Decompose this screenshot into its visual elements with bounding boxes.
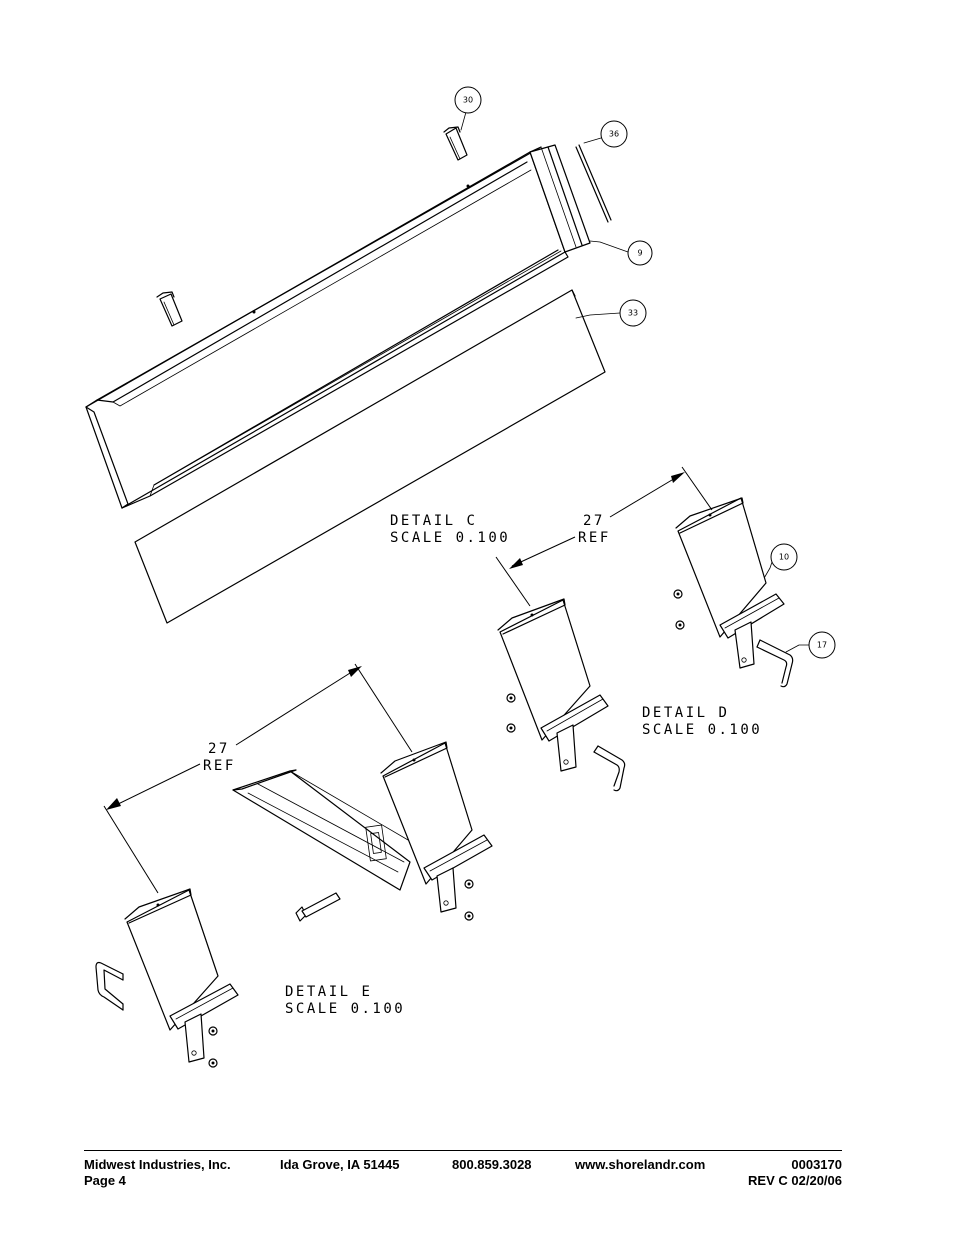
channel-section-e — [232, 741, 493, 921]
detail-e-scale: SCALE 0.100 — [285, 1001, 405, 1017]
detail-d-scale: SCALE 0.100 — [642, 722, 762, 738]
balloon-17: 17 — [808, 631, 836, 659]
part-36-strip — [575, 144, 612, 223]
footer-company: Midwest Industries, Inc. — [84, 1157, 231, 1172]
balloon-17-label: 17 — [817, 641, 827, 650]
detail-c-dim-ref: REF — [578, 530, 611, 546]
footer-row-2: Page 4 REV C 02/20/06 — [84, 1173, 842, 1189]
part-30-clip — [443, 126, 468, 161]
detail-e-title: DETAIL E — [285, 984, 372, 1000]
balloon-30-label: 30 — [463, 96, 473, 105]
bunk-channel — [85, 144, 591, 509]
balloon-10: 10 — [770, 543, 798, 571]
footer-row-1: Midwest Industries, Inc. Ida Grove, IA 5… — [84, 1157, 842, 1173]
footer-phone: 800.859.3028 — [452, 1157, 532, 1172]
detail-c-scale: SCALE 0.100 — [390, 530, 510, 546]
bolt — [295, 892, 341, 922]
balloon-9-label: 9 — [637, 249, 642, 258]
footer-city: Ida Grove, IA 51445 — [280, 1157, 400, 1172]
balloon-36-label: 36 — [609, 130, 619, 139]
detail-d-title: DETAIL D — [642, 705, 729, 721]
clip-left — [156, 291, 183, 327]
balloon-9: 9 — [627, 240, 653, 266]
part-33-board — [134, 289, 606, 624]
detail-e-dim-value: 27 — [208, 741, 230, 757]
detail-e-dimension — [103, 663, 413, 894]
parts-drawing: 30 36 9 33 10 17 DETAIL C SCALE 0.100 27… — [85, 86, 836, 1068]
balloon-30: 30 — [454, 86, 482, 114]
footer-revision: REV C 02/20/06 — [748, 1173, 842, 1188]
detail-e-dim-ref: REF — [203, 758, 236, 774]
detail-c-dimension — [495, 466, 713, 607]
footer-page: Page 4 — [84, 1173, 126, 1188]
page-footer: Midwest Industries, Inc. Ida Grove, IA 5… — [84, 1150, 842, 1189]
footer-website[interactable]: www.shorelandr.com — [575, 1157, 706, 1172]
footer-doc-number: 0003170 — [791, 1157, 842, 1172]
detail-c-dim-value: 27 — [583, 513, 605, 529]
bracket-e-lower — [95, 888, 239, 1068]
bracket-d-upper — [673, 497, 794, 688]
balloon-33: 33 — [619, 299, 647, 327]
detail-c-title: DETAIL C — [390, 513, 477, 529]
leader-lines — [460, 111, 811, 653]
bracket-c-middle — [497, 598, 626, 792]
balloon-33-label: 33 — [628, 309, 638, 318]
balloon-36: 36 — [600, 120, 628, 148]
balloon-10-label: 10 — [779, 553, 789, 562]
